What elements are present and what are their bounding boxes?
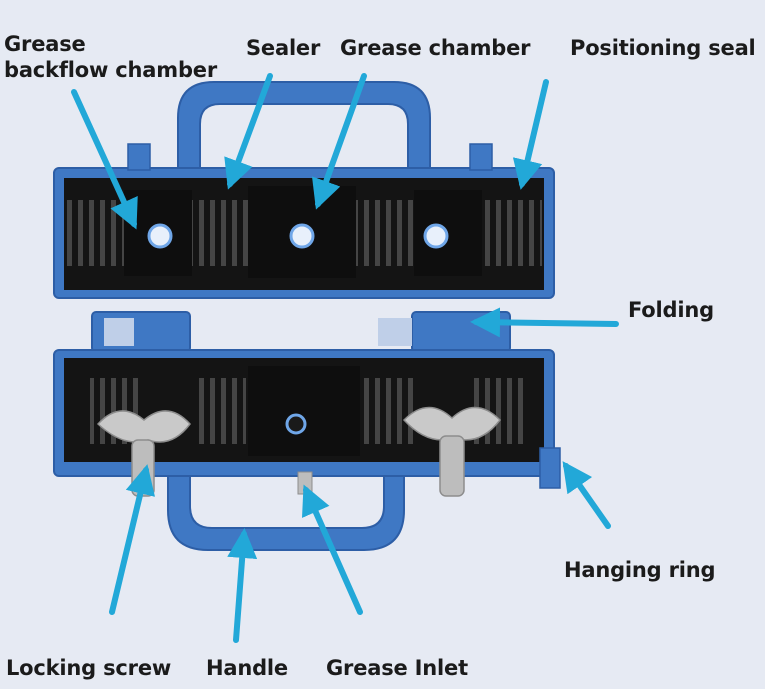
sealer-rings-right bbox=[482, 200, 542, 266]
label-positioning-seal: Positioning seal bbox=[570, 36, 756, 60]
sealer-rings-left bbox=[64, 200, 124, 266]
hole-right bbox=[423, 223, 449, 249]
arrow-handle bbox=[227, 528, 258, 643]
top-handle bbox=[177, 81, 431, 169]
sealer-rings-mid-right bbox=[356, 200, 414, 266]
arrow-grease-inlet bbox=[301, 484, 363, 615]
arrow-sealer bbox=[224, 73, 273, 190]
arrow-grease-chamber bbox=[312, 73, 367, 210]
arrow-positioning-seal bbox=[512, 79, 549, 190]
label-handle: Handle bbox=[206, 656, 288, 680]
label-locking-screw: Locking screw bbox=[6, 656, 172, 680]
arrow-folding bbox=[470, 307, 619, 338]
locking-screw-right bbox=[402, 406, 501, 497]
hole-center bbox=[289, 223, 315, 249]
folding-hinges bbox=[91, 311, 511, 353]
label-hanging-ring: Hanging ring bbox=[564, 558, 716, 582]
grease-inlet-hole bbox=[285, 413, 307, 435]
bottom-handle bbox=[167, 475, 405, 551]
label-sealer: Sealer bbox=[246, 36, 321, 60]
label-grease-inlet: Grease Inlet bbox=[326, 656, 468, 680]
hole-left bbox=[147, 223, 173, 249]
arrow-grease-backflow-chamber bbox=[71, 89, 138, 230]
hanging-ring bbox=[539, 447, 561, 489]
label-grease-backflow-chamber-line1: Grease bbox=[4, 32, 86, 56]
arrow-hanging-ring bbox=[562, 461, 611, 529]
pointer-arrows bbox=[71, 73, 619, 643]
label-grease-chamber: Grease chamber bbox=[340, 36, 531, 60]
label-folding: Folding bbox=[628, 298, 714, 322]
label-grease-backflow-chamber-line2: backflow chamber bbox=[4, 58, 217, 82]
lower-housing bbox=[53, 349, 555, 497]
arrow-locking-screw bbox=[109, 464, 155, 615]
sealer-rings-mid-left bbox=[192, 200, 248, 266]
upper-housing bbox=[53, 143, 555, 299]
